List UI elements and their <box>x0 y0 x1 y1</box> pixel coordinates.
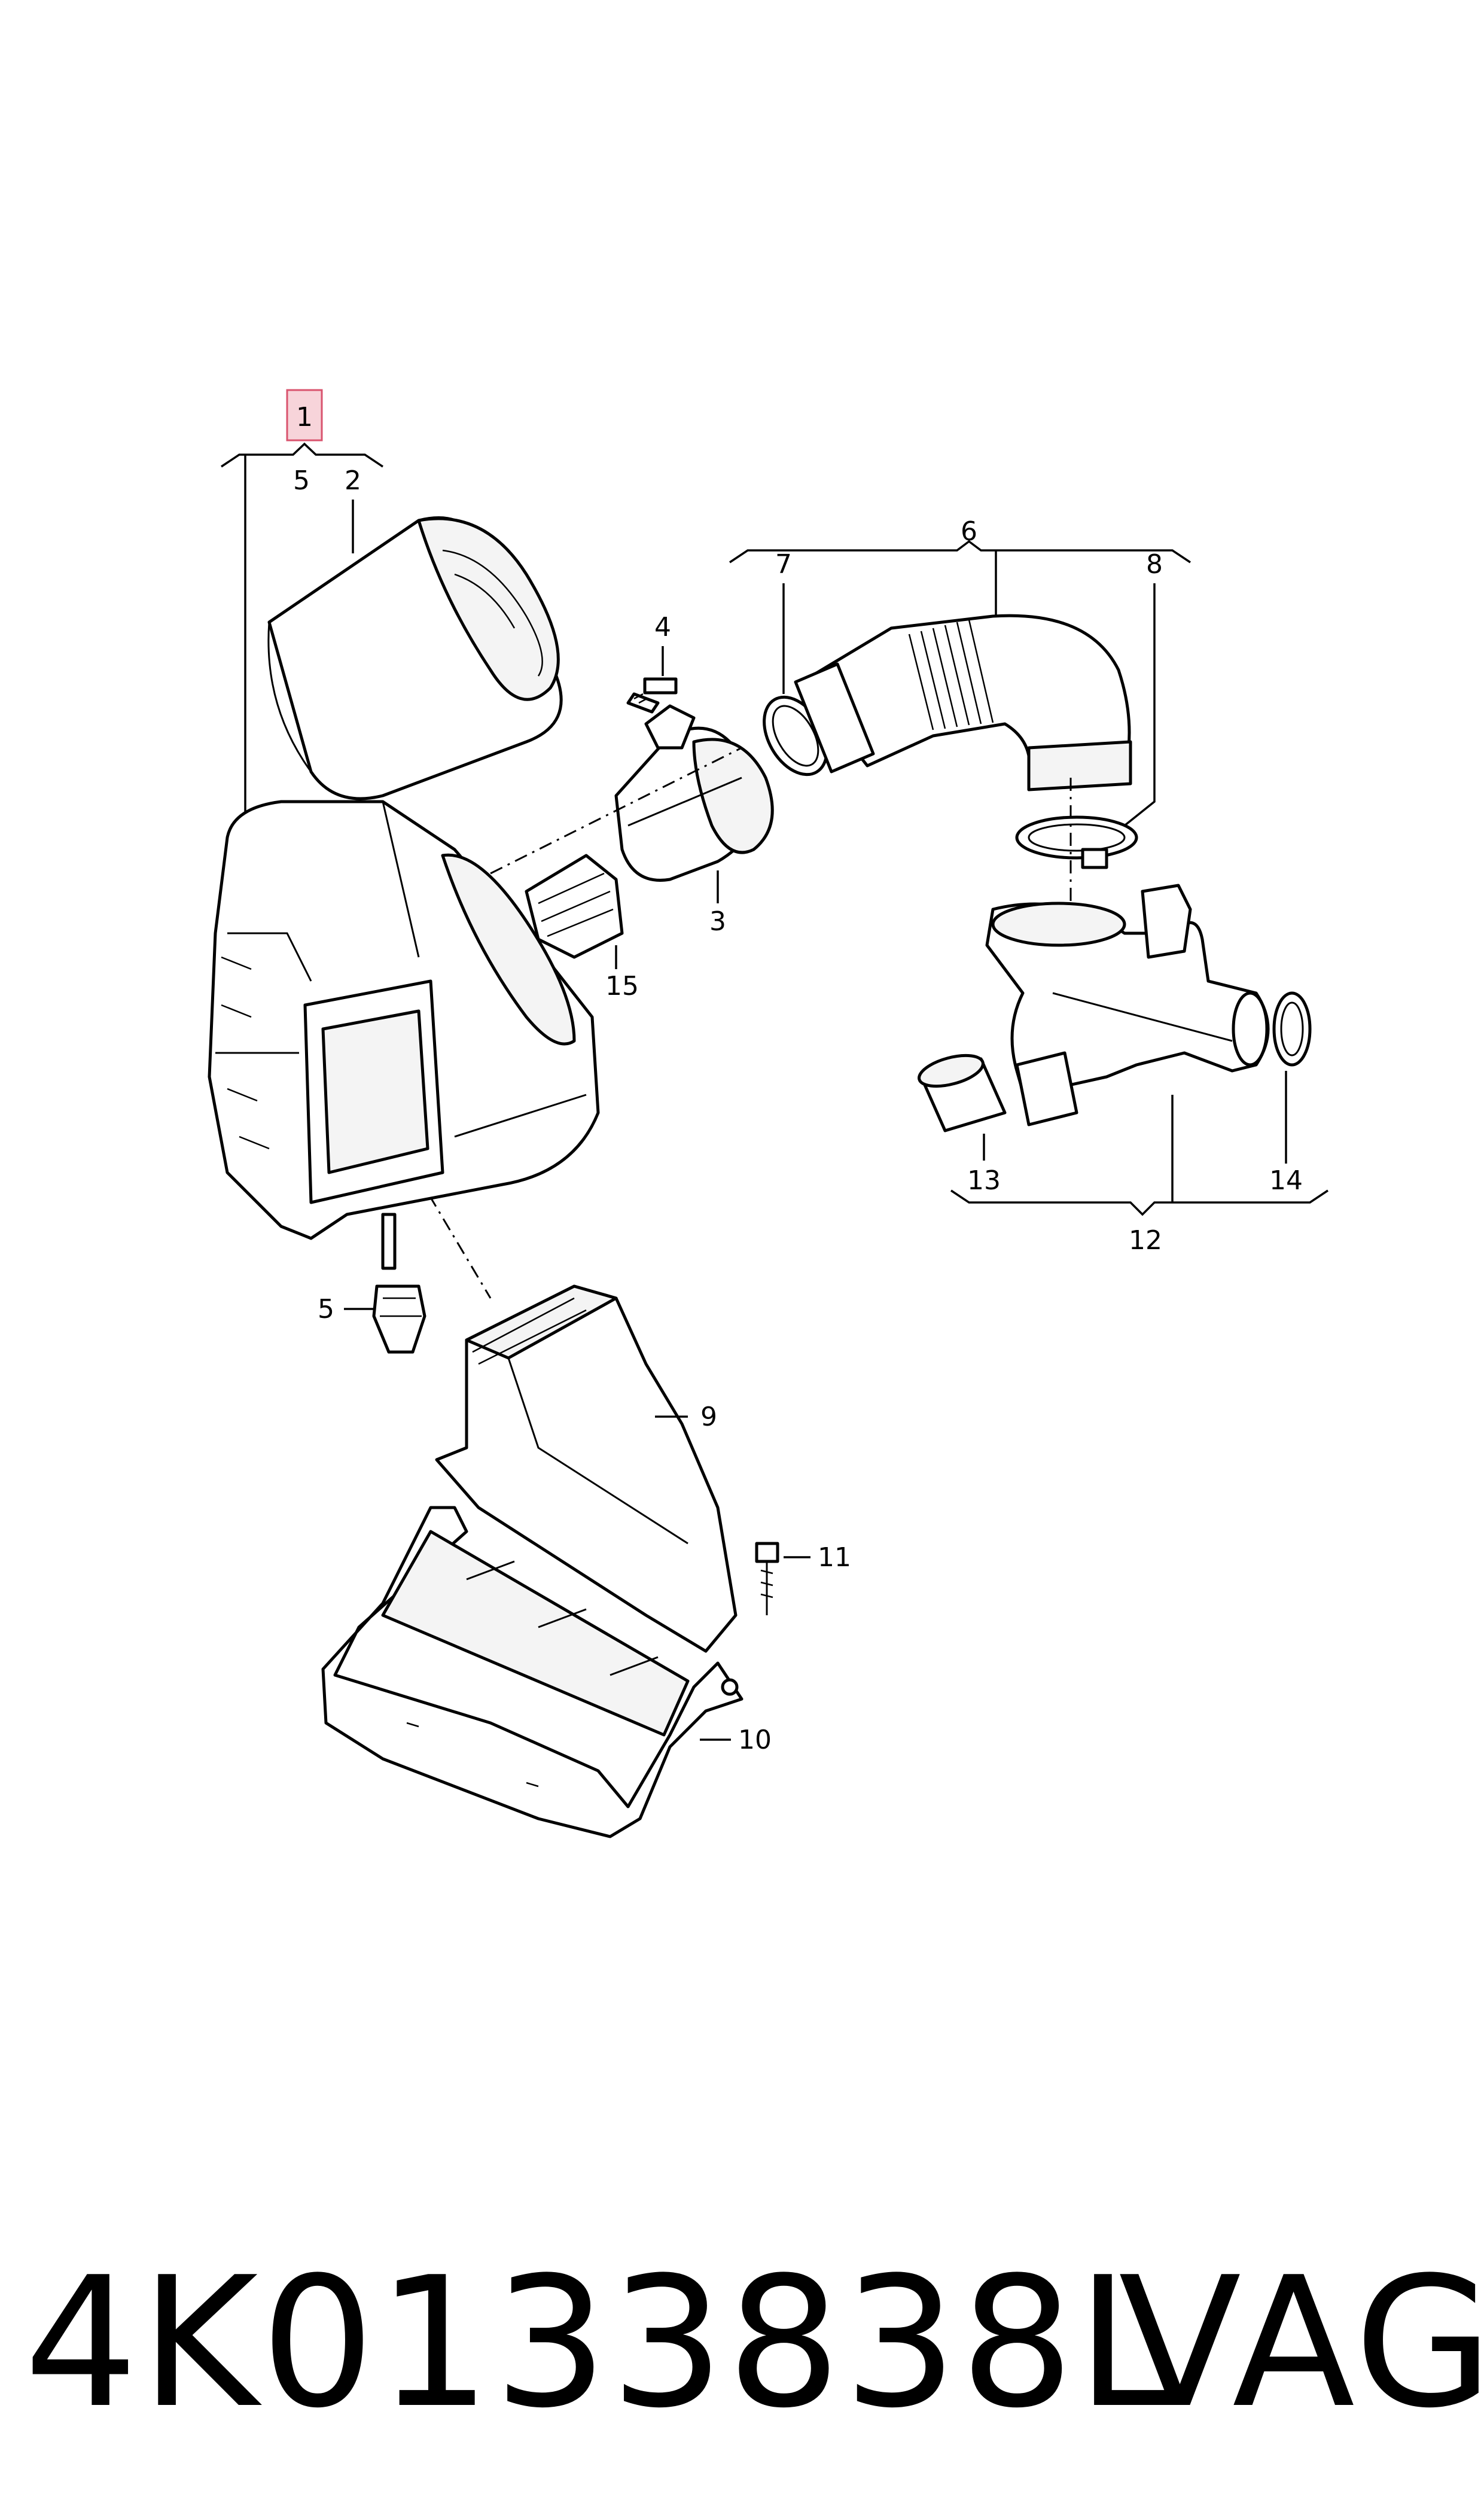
callout-1-group: 1 <box>221 389 383 814</box>
callout-1-highlight <box>286 389 323 442</box>
clamp-8 <box>1015 815 1138 869</box>
callout-9: 9 <box>700 1402 717 1432</box>
callout-14: 14 <box>1269 1165 1303 1196</box>
callout-4: 4 <box>654 612 671 643</box>
intake-hose-elbow <box>794 614 1132 791</box>
drain-stud <box>381 1213 397 1270</box>
callout-7: 7 <box>775 549 792 580</box>
o-ring-14: 14 <box>1269 991 1312 1196</box>
callout-10: 10 <box>738 1725 772 1755</box>
assembly-line-a <box>490 747 742 875</box>
callout-5-top: 5 <box>293 465 310 496</box>
branch-pipe-12 <box>985 884 1270 1126</box>
bracket-1 <box>221 442 383 468</box>
callout-13: 13 <box>967 1165 1001 1196</box>
callout-6-group: 6 7 8 <box>729 516 1191 827</box>
rubber-mount-5: 5 <box>318 1284 426 1354</box>
leader-8 <box>1123 583 1156 827</box>
air-mass-meter-3: 3 <box>614 704 774 937</box>
screw-11: 11 <box>755 1542 851 1615</box>
callout-12-group: 12 <box>950 1095 1328 1256</box>
callout-11: 11 <box>818 1542 851 1573</box>
callout-8: 8 <box>1146 549 1163 580</box>
air-duct-9: 9 <box>435 1284 738 1653</box>
part-number-label: 4K0133838L <box>24 2239 1179 2447</box>
bracket-12 <box>950 1189 1328 1216</box>
bracket-6 <box>729 540 1191 564</box>
brand-label: VAG <box>1119 2239 1484 2447</box>
callout-15: 15 <box>605 971 639 1001</box>
air-filter-element: 2 <box>267 465 563 800</box>
callout-2: 2 <box>345 465 361 496</box>
air-filter-housing <box>208 800 600 1240</box>
deflector-10: 10 <box>321 1506 772 1838</box>
callout-12: 12 <box>1129 1225 1162 1256</box>
callout-1: 1 <box>296 402 313 433</box>
hose-stub-13: 13 <box>918 1054 1007 1196</box>
screw-4: 4 <box>626 612 678 714</box>
callout-5-side: 5 <box>318 1294 334 1325</box>
callout-3: 3 <box>709 906 726 937</box>
